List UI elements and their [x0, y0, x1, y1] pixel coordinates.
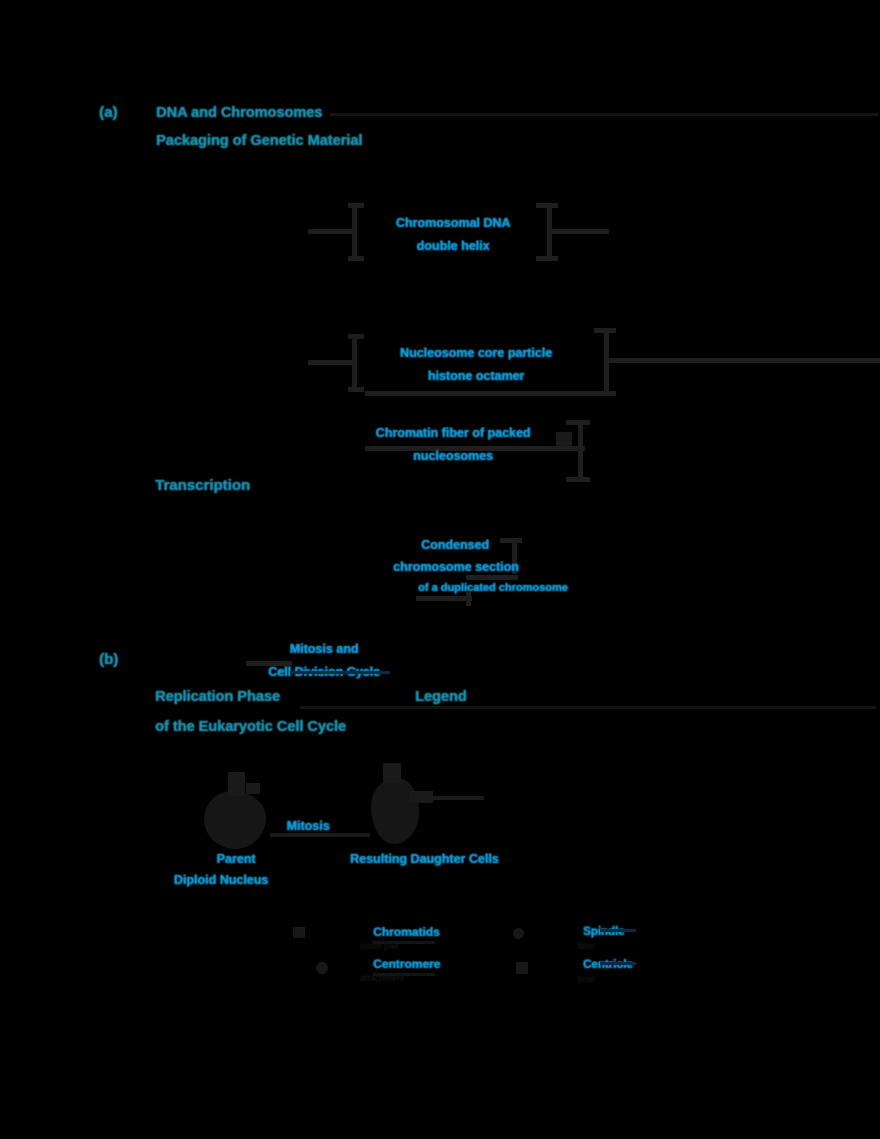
row4-right-bracket: [512, 538, 517, 574]
row2-left-bracket-top: [348, 334, 364, 339]
legend-item-0-rule: [373, 941, 435, 944]
row2-base-rule: [365, 391, 605, 396]
row4-base-tick: [466, 592, 471, 606]
daughter-cells-nub-side: [409, 791, 433, 803]
row4-label-line1: Condensed: [420, 538, 490, 552]
panel-a-title-line1: DNA and Chromosomes: [156, 105, 323, 121]
panel-b-title-line2: of the Eukaryotic Cell Cycle: [155, 719, 346, 735]
row2-left-bracket: [352, 334, 357, 392]
panel-a-section-heading-ghost: [155, 492, 355, 508]
legend-item-0-label: Chromatids: [373, 925, 440, 939]
legend-item-3-rule: [600, 962, 636, 965]
daughter-cell-name-ghost: [350, 866, 470, 879]
panel-a-title-line2: Packaging of Genetic Material: [156, 133, 363, 149]
panel-b-tag: (b): [99, 651, 119, 668]
chromosome-pair-icon: [293, 927, 305, 938]
legend-item-3-sub: pole: [578, 974, 596, 984]
legend-item-2-sub: fiber: [578, 941, 596, 951]
row1-right-bracket-top: [536, 203, 558, 208]
row3-label-line1: Chromatin fiber of packed: [375, 426, 531, 440]
row1-right-bracket-bottom: [536, 256, 558, 261]
row4-base-rule: [416, 596, 472, 601]
daughter-cells-nub-top: [383, 763, 401, 783]
row2-label-line2: histone octamer: [427, 369, 525, 383]
daughter-cells-leader: [424, 796, 484, 800]
row1-left-stem: [308, 229, 356, 234]
row2-left-bracket-bottom: [348, 387, 364, 392]
legend-item-0-sub: sister pair: [360, 941, 400, 951]
row1-left-bracket-bottom: [348, 256, 364, 261]
row3-rule: [365, 446, 550, 451]
row4-label-line2: chromosome section: [393, 560, 519, 574]
panel-b-title-rule: [300, 706, 876, 709]
parent-cell-name-line2: Diploid Nucleus: [173, 873, 269, 887]
mitosis-arrow-label: Mitosis: [286, 819, 330, 833]
row1-left-bracket-top: [348, 203, 364, 208]
panel-a-tag: (a): [99, 104, 118, 121]
legend-item-1-label: Centromere: [373, 957, 441, 971]
legend-item-1-sub: attachment: [360, 973, 405, 983]
chromosome-single-icon: [316, 962, 328, 974]
row1-label-line2: double helix: [416, 239, 490, 253]
row4-right-bracket-top: [500, 538, 522, 543]
row1-left-bracket: [352, 203, 357, 261]
row4-mid-rule: [466, 575, 518, 580]
daughter-cells-shape: [371, 778, 419, 844]
panel-b-title-line1: Replication Phase: [155, 689, 280, 705]
parent-cell-name-ghost: [188, 866, 298, 879]
spindle-icon: [513, 928, 524, 939]
row3-right-bracket: [578, 420, 583, 482]
parent-cell-name-line1: Parent: [216, 852, 256, 866]
panel-b-top-label-line1: Mitosis and: [289, 642, 359, 656]
parent-nucleus-nub-side: [246, 783, 260, 794]
row3-right-bracket-top: [566, 420, 590, 425]
row2-right-stem: [604, 358, 880, 363]
row2-label-line1: Nucleosome core particle: [399, 346, 553, 360]
row4-label-line3: of a duplicated chromosome: [418, 582, 568, 594]
title-rule-top: [330, 113, 878, 116]
panel-b-top-label-rule: [290, 671, 390, 674]
daughter-cell-name-line1: Resulting Daughter Cells: [350, 852, 499, 866]
legend-title: Legend: [415, 689, 467, 705]
panel-a-section-heading: Transcription: [155, 477, 251, 494]
row3-right-nub: [556, 432, 572, 446]
centriole-icon: [516, 962, 528, 974]
legend-item-2-label: Spindle: [583, 926, 625, 938]
legend-item-1-rule: [373, 973, 435, 976]
panel-b-top-label-leader: [246, 661, 292, 666]
row2-right-bracket-bottom: [594, 391, 616, 396]
parent-nucleus-shape: [204, 791, 266, 849]
row2-right-bracket-top: [594, 328, 616, 333]
legend-item-2-rule: [600, 929, 636, 932]
parent-nucleus-nub-top: [228, 772, 245, 796]
legend-item-3-label: Centriole: [583, 959, 633, 971]
row1-label-line1: Chromosomal DNA: [395, 216, 511, 230]
row1-right-stem: [547, 229, 609, 234]
row3-label-line2: nucleosomes: [413, 449, 493, 463]
row2-left-stem: [308, 360, 356, 365]
mitosis-arrow-line: [270, 833, 370, 837]
row3-right-stem: [545, 446, 585, 451]
row3-right-bracket-bottom: [566, 477, 590, 482]
